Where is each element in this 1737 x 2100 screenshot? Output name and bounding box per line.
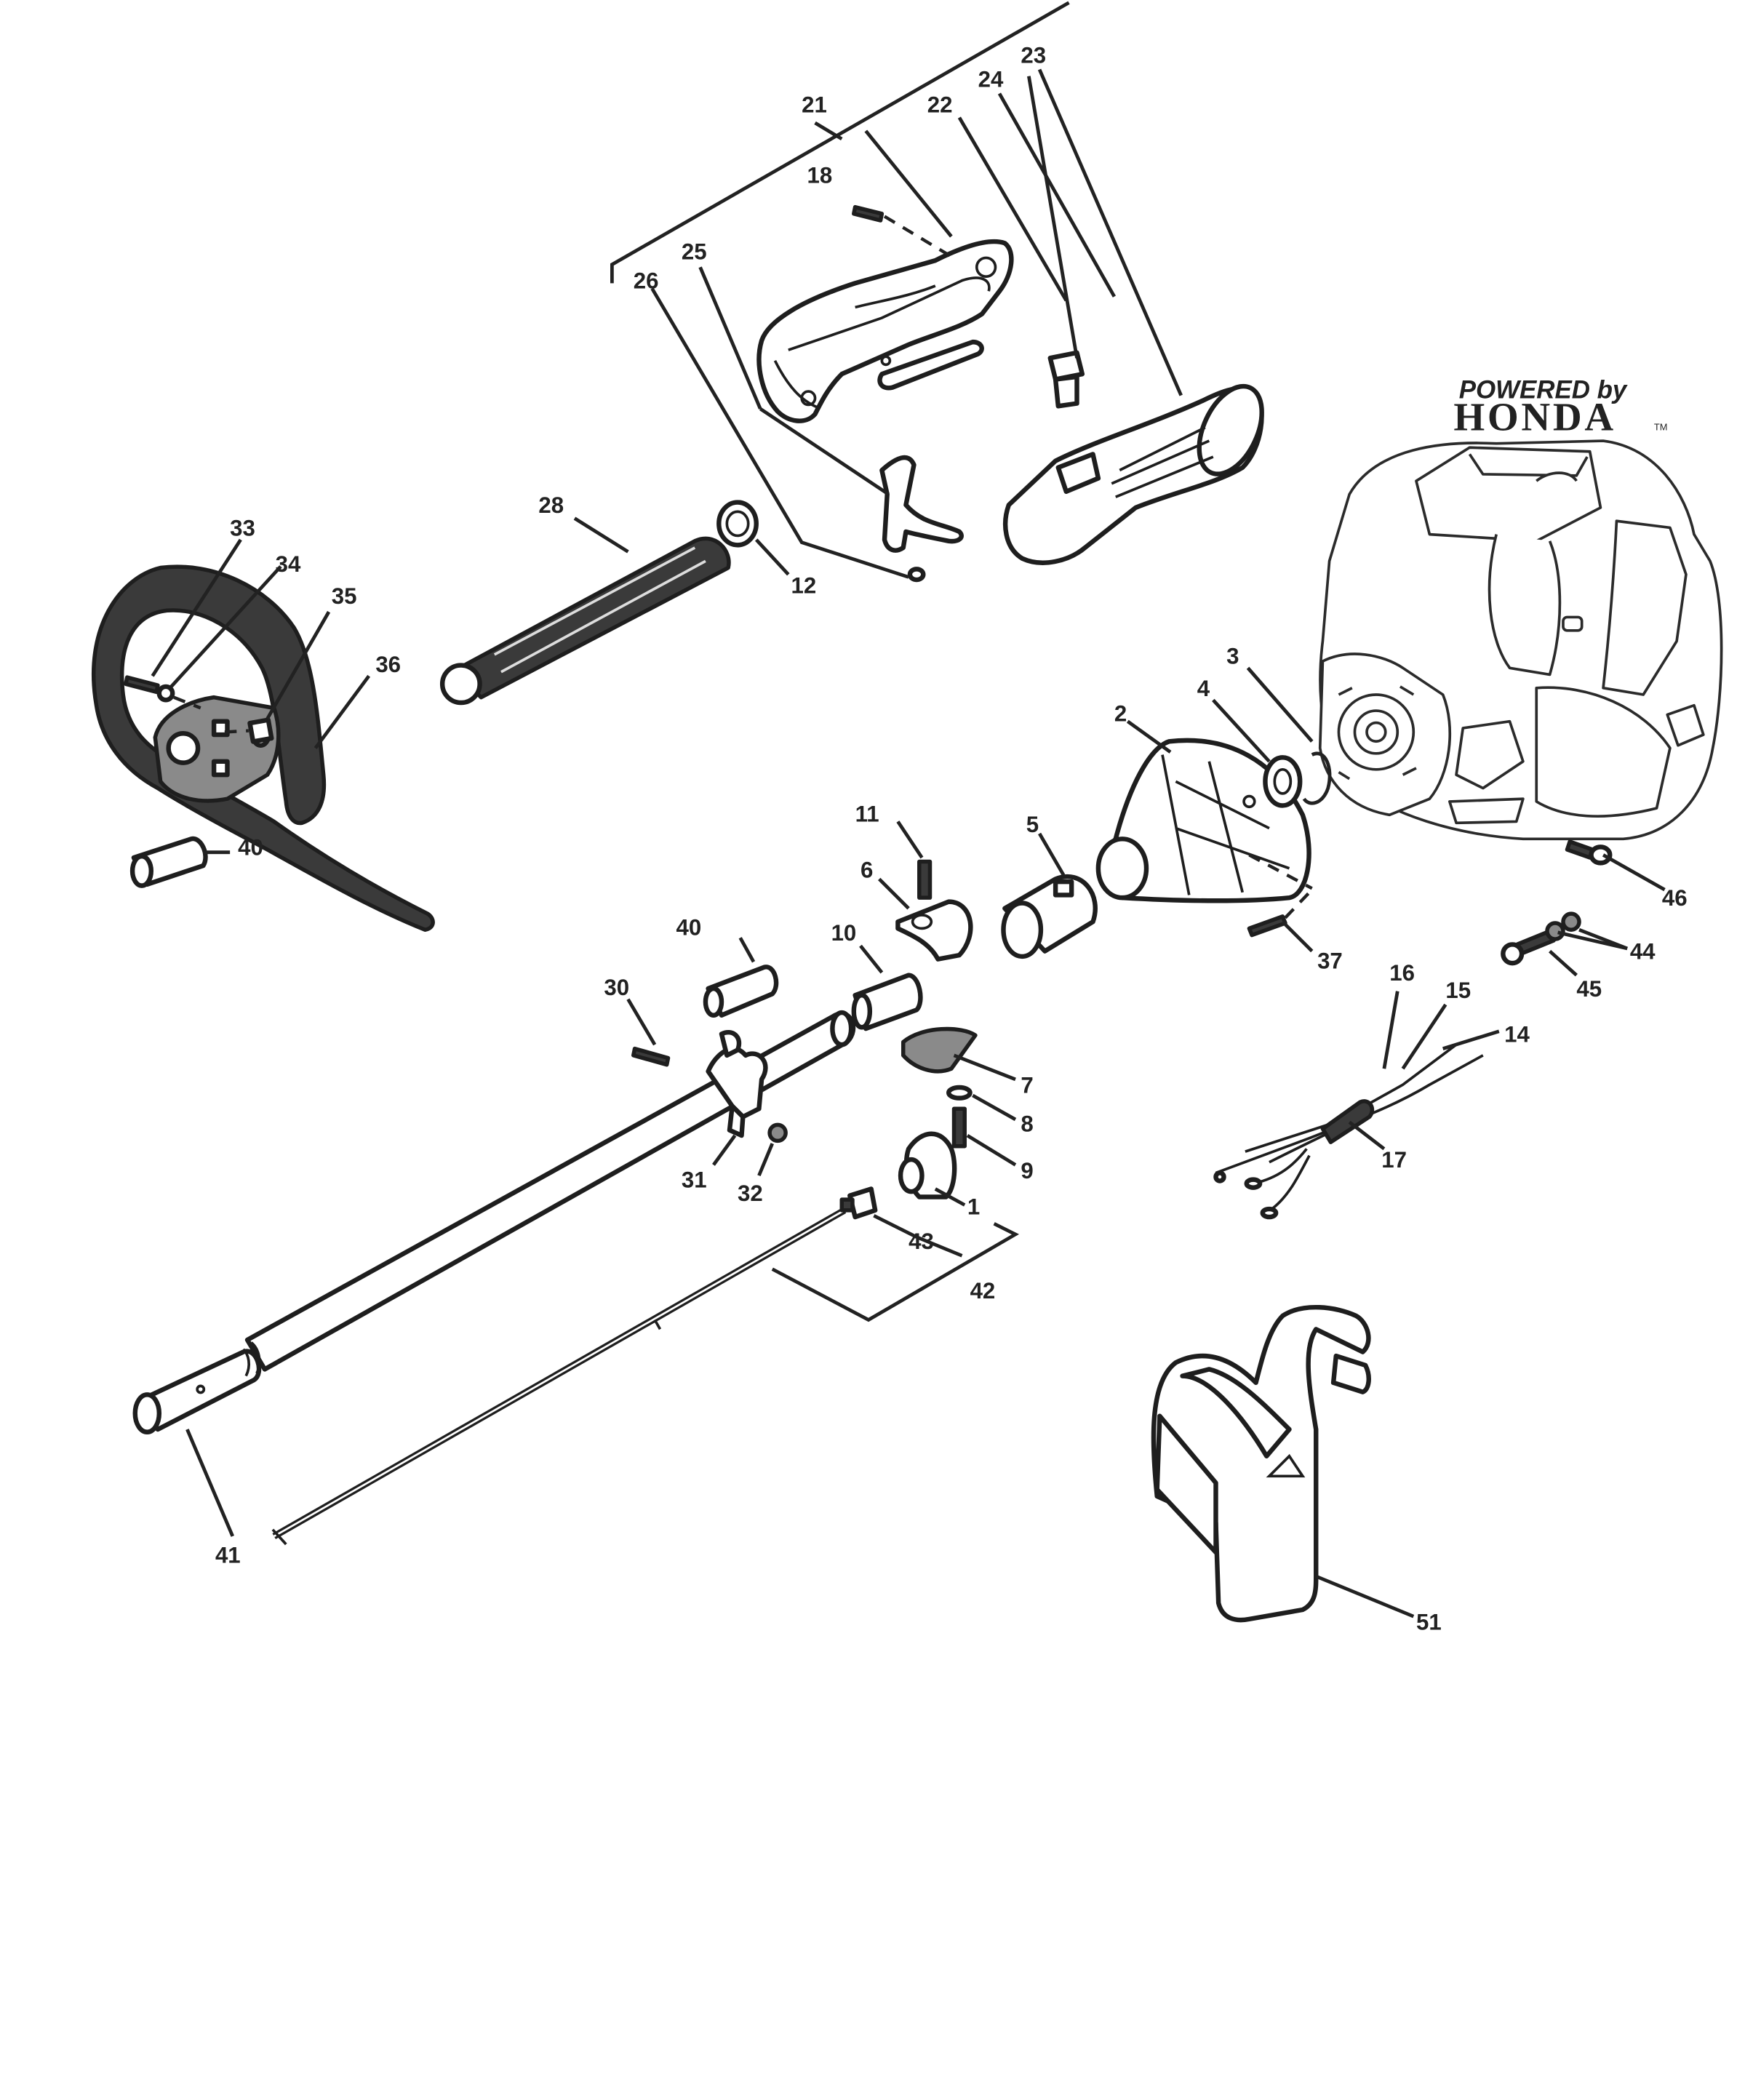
bearing-4 bbox=[1263, 755, 1303, 808]
bolt-45 bbox=[1501, 929, 1556, 966]
sleeve-40-centre bbox=[703, 965, 779, 1018]
foam-grip-tube bbox=[439, 536, 731, 706]
label-12: 12 bbox=[791, 572, 816, 598]
bolt-9 bbox=[951, 1106, 967, 1149]
label-31: 31 bbox=[682, 1167, 707, 1193]
label-5: 5 bbox=[1026, 812, 1039, 837]
leader-lines bbox=[151, 68, 1666, 1618]
nut-32 bbox=[767, 1122, 788, 1143]
square-nut-35 bbox=[247, 717, 274, 744]
screw-11 bbox=[917, 859, 933, 900]
spring-26 bbox=[907, 567, 926, 583]
brand-line2: HONDA bbox=[1453, 394, 1616, 439]
washers-44 bbox=[1545, 911, 1581, 941]
label-16: 16 bbox=[1389, 960, 1415, 986]
washer-34 bbox=[156, 684, 175, 703]
rear-grip-handle bbox=[1003, 383, 1264, 565]
label-45: 45 bbox=[1576, 976, 1602, 1002]
bolt-33 bbox=[124, 675, 160, 695]
label-14: 14 bbox=[1504, 1021, 1530, 1047]
label-51: 51 bbox=[1416, 1610, 1442, 1635]
engine-illustration bbox=[1318, 439, 1723, 841]
main-shaft-tube bbox=[132, 1010, 856, 1434]
circlip-3 bbox=[1302, 751, 1332, 805]
label-10: 10 bbox=[831, 920, 857, 946]
label-15: 15 bbox=[1445, 978, 1471, 1003]
coupling-5 bbox=[1001, 874, 1098, 959]
screw-18 bbox=[852, 204, 885, 223]
bracket-7 bbox=[901, 1026, 978, 1074]
label-40-centre: 40 bbox=[676, 915, 702, 941]
ring-12 bbox=[716, 500, 759, 548]
label-3: 3 bbox=[1226, 644, 1239, 669]
label-46: 46 bbox=[1662, 885, 1688, 911]
label-40-left: 40 bbox=[238, 834, 263, 860]
label-9: 9 bbox=[1021, 1158, 1033, 1183]
label-2: 2 bbox=[1114, 701, 1127, 727]
clamp-31 bbox=[706, 1030, 768, 1138]
bolt-37 bbox=[1247, 914, 1287, 938]
label-35: 35 bbox=[332, 583, 357, 609]
sleeve-10 bbox=[851, 973, 923, 1031]
label-24: 24 bbox=[978, 66, 1004, 92]
honda-logo: POWERED by HONDA TM bbox=[1453, 375, 1667, 439]
brand-line1: POWERED by bbox=[1459, 375, 1628, 404]
label-43: 43 bbox=[909, 1229, 934, 1254]
label-30: 30 bbox=[604, 975, 629, 1000]
label-25: 25 bbox=[682, 239, 707, 264]
label-26: 26 bbox=[634, 268, 659, 294]
label-33: 33 bbox=[230, 515, 255, 540]
label-4: 4 bbox=[1197, 676, 1210, 701]
screw-46 bbox=[1565, 839, 1613, 866]
wire-harness-17 bbox=[1213, 1043, 1484, 1220]
label-37: 37 bbox=[1317, 948, 1343, 973]
brand-trademark: TM bbox=[1654, 421, 1668, 432]
label-28: 28 bbox=[538, 492, 564, 518]
label-6: 6 bbox=[860, 858, 873, 883]
stop-switch bbox=[1047, 350, 1085, 409]
clutch-drum-1 bbox=[898, 1131, 957, 1199]
label-11: 11 bbox=[855, 801, 879, 826]
washer-8 bbox=[946, 1085, 973, 1101]
label-32: 32 bbox=[738, 1181, 763, 1206]
label-22: 22 bbox=[927, 92, 953, 117]
bracket-21 bbox=[610, 1, 1070, 284]
screw-30 bbox=[631, 1046, 671, 1067]
handle-housing-half bbox=[756, 239, 1014, 423]
label-1: 1 bbox=[967, 1194, 980, 1219]
label-34: 34 bbox=[276, 551, 301, 577]
trigger-lever-bar bbox=[877, 339, 984, 391]
label-18: 18 bbox=[807, 163, 833, 188]
shoulder-harness-51 bbox=[1151, 1304, 1371, 1623]
label-7: 7 bbox=[1021, 1072, 1033, 1098]
clamp-6 bbox=[895, 899, 973, 962]
part-labels: 21 22 24 23 18 25 26 28 12 33 34 35 36 4… bbox=[215, 42, 1688, 1634]
label-42: 42 bbox=[970, 1278, 996, 1303]
label-41: 41 bbox=[215, 1543, 241, 1568]
label-17: 17 bbox=[1381, 1147, 1407, 1173]
label-44: 44 bbox=[1630, 939, 1656, 965]
sleeve-40-left bbox=[129, 837, 208, 888]
label-23: 23 bbox=[1021, 42, 1046, 68]
label-21: 21 bbox=[802, 92, 827, 117]
label-36: 36 bbox=[375, 652, 401, 677]
throttle-trigger bbox=[879, 455, 964, 553]
bush-43 bbox=[839, 1186, 878, 1220]
drive-shaft-42 bbox=[271, 1207, 847, 1546]
label-8: 8 bbox=[1021, 1111, 1033, 1137]
